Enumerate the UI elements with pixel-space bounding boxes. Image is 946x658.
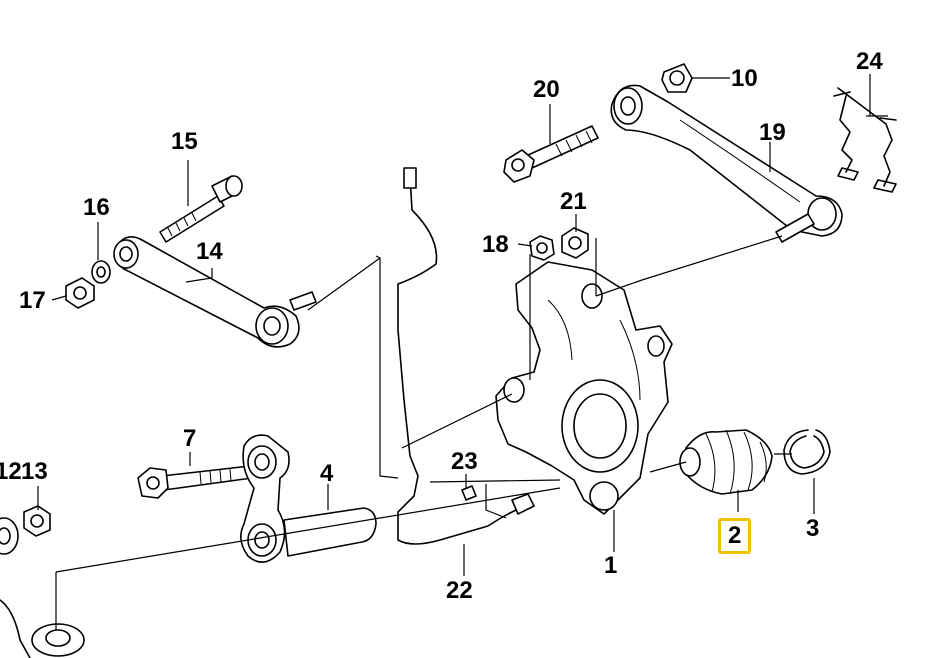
part-2-bellows[interactable] xyxy=(679,429,773,495)
label-24[interactable]: 24 xyxy=(856,48,883,75)
part-24-clip[interactable] xyxy=(833,87,897,193)
leader-lines xyxy=(37,74,888,630)
label-22[interactable]: 22 xyxy=(446,577,473,604)
label-13[interactable]: 13 xyxy=(21,458,48,485)
label-14[interactable]: 14 xyxy=(196,238,223,265)
part-19-upper-arm[interactable] xyxy=(610,84,843,243)
lower-arm-partial xyxy=(0,599,85,658)
part-23-screw[interactable] xyxy=(461,485,477,501)
label-20[interactable]: 20 xyxy=(533,76,560,103)
part-18-nut[interactable] xyxy=(529,235,555,261)
label-18[interactable]: 18 xyxy=(482,231,509,258)
part-21-nut[interactable] xyxy=(561,227,589,259)
part-16-washer[interactable] xyxy=(91,260,111,284)
label-10[interactable]: 10 xyxy=(731,65,758,92)
part-1-wheel-carrier[interactable] xyxy=(495,261,673,515)
label-17[interactable]: 17 xyxy=(19,287,46,314)
part-17-nut[interactable] xyxy=(65,277,95,309)
part-3-circlip[interactable] xyxy=(783,429,831,475)
part-13-nut[interactable] xyxy=(23,505,51,537)
part-20-bolt[interactable] xyxy=(503,125,599,183)
label-1[interactable]: 1 xyxy=(604,552,618,579)
label-21[interactable]: 21 xyxy=(560,188,587,215)
label-3[interactable]: 3 xyxy=(806,515,820,542)
part-15-bolt[interactable] xyxy=(159,175,243,243)
part-12-bushing[interactable] xyxy=(0,517,19,555)
label-2-highlighted[interactable]: 2 xyxy=(718,518,752,554)
label-4[interactable]: 4 xyxy=(320,460,334,487)
label-7[interactable]: 7 xyxy=(183,425,197,452)
label-23[interactable]: 23 xyxy=(451,448,478,475)
part-7-bolt[interactable] xyxy=(137,465,253,499)
part-22-sensor-cable[interactable] xyxy=(397,167,535,545)
label-15[interactable]: 15 xyxy=(171,128,198,155)
label-16[interactable]: 16 xyxy=(83,194,110,221)
label-19[interactable]: 19 xyxy=(759,119,786,146)
part-14-control-arm[interactable] xyxy=(113,236,317,348)
label-12[interactable]: 12 xyxy=(0,458,22,485)
part-10-bushing[interactable] xyxy=(661,63,693,93)
part-4-link[interactable] xyxy=(240,434,377,563)
